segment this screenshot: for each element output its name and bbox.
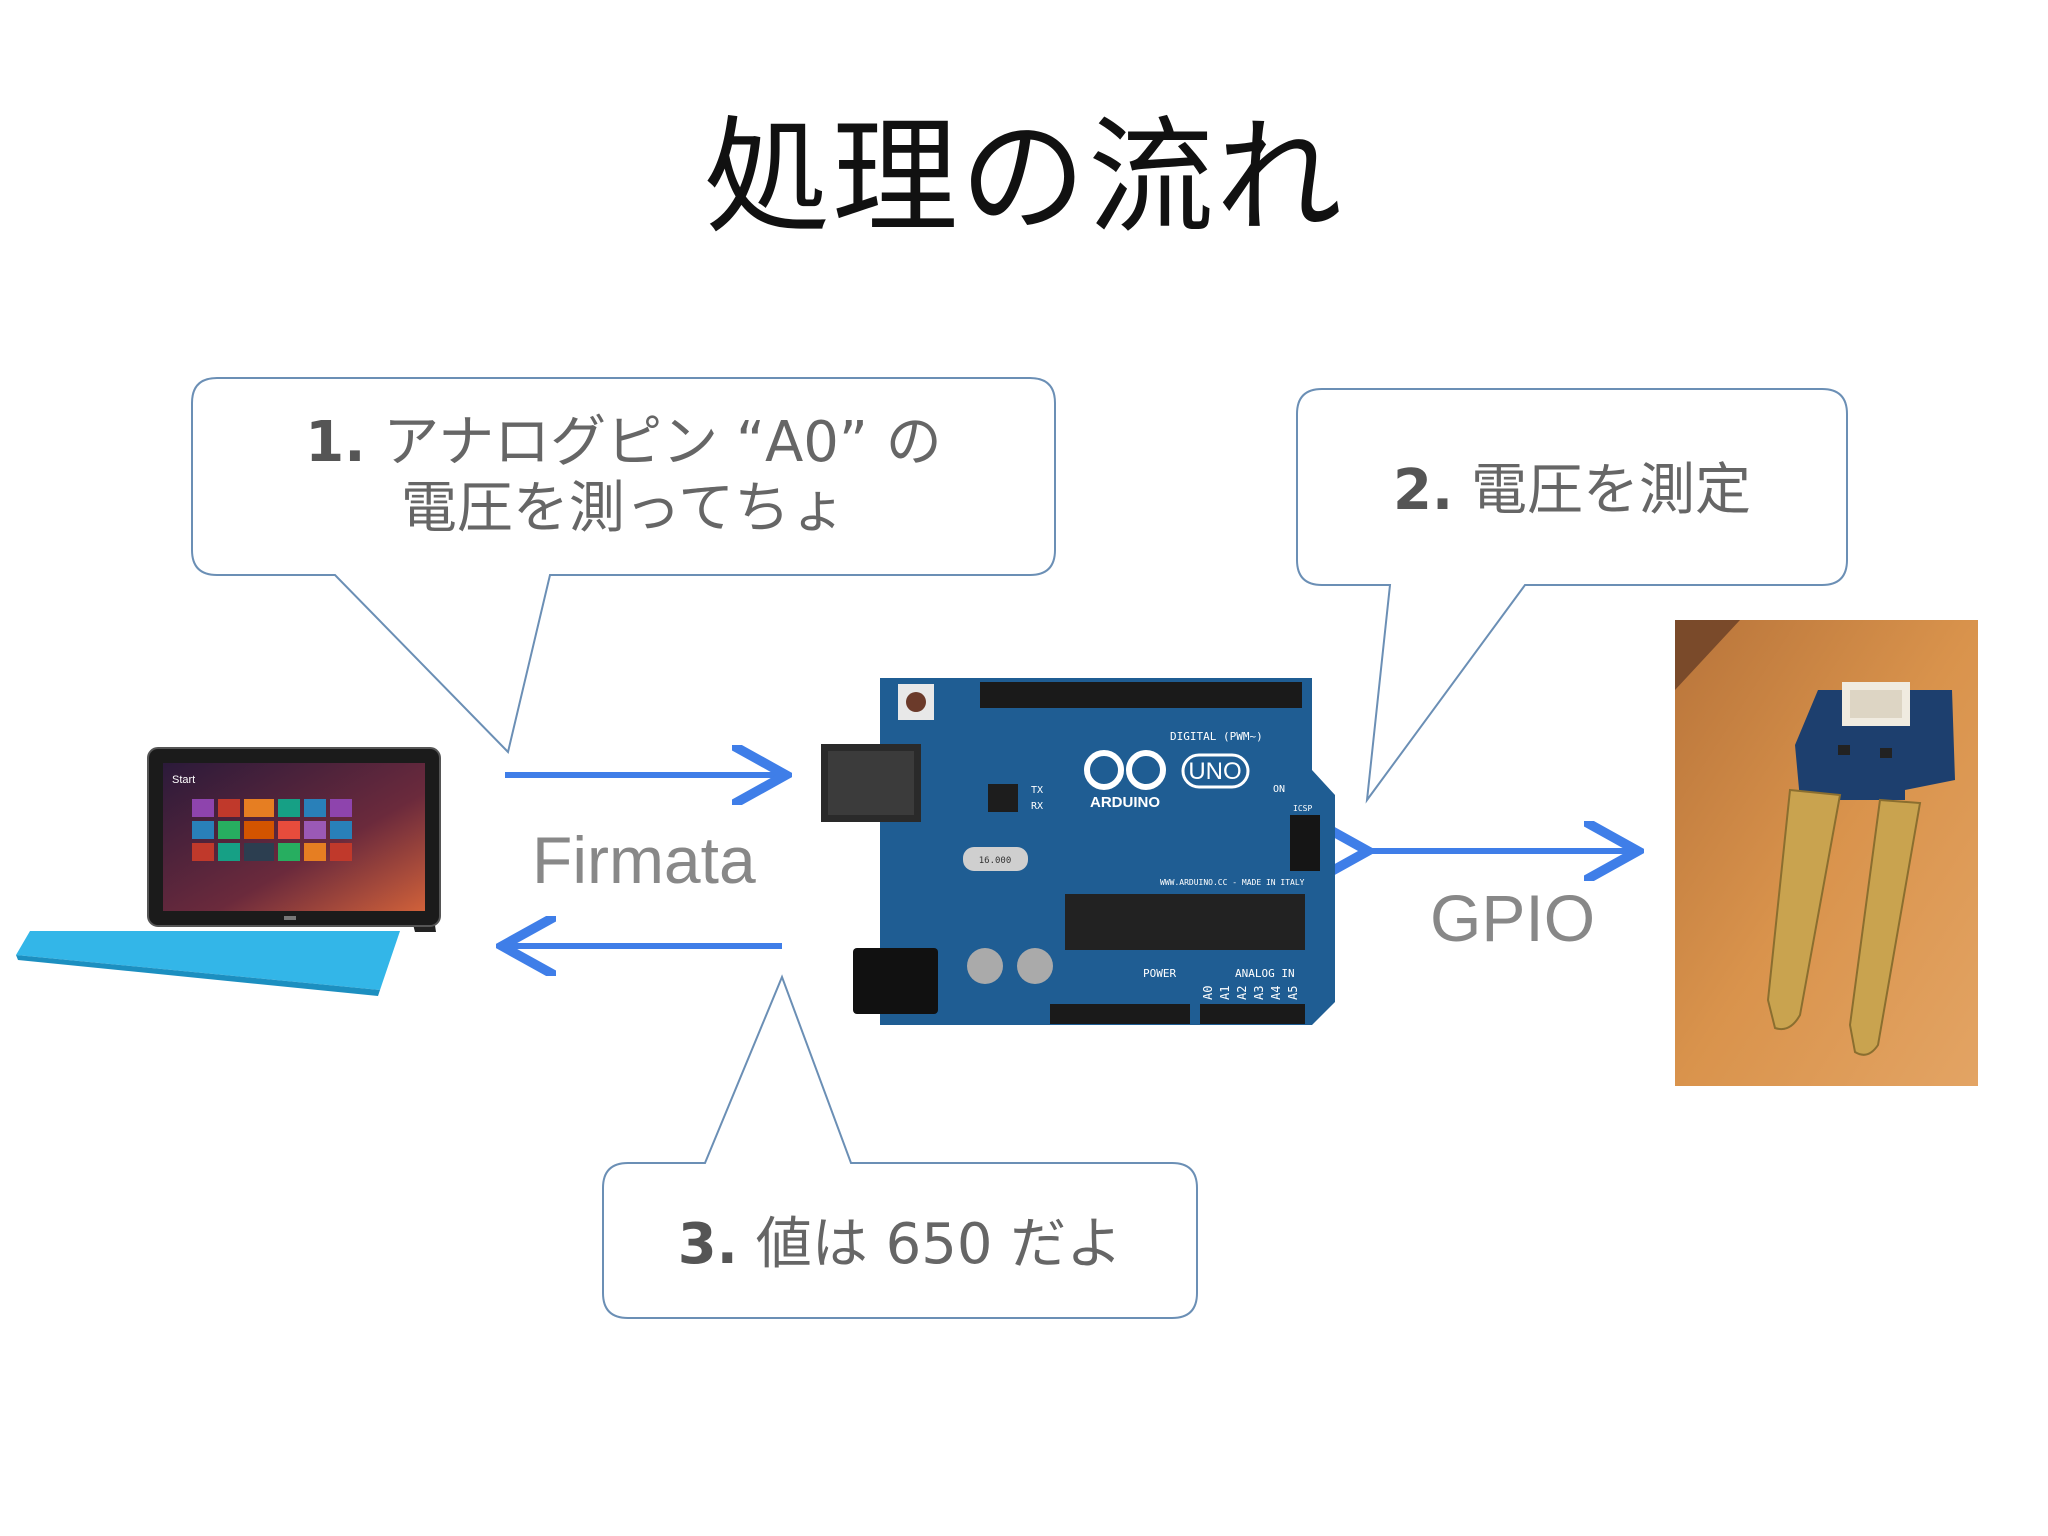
- bubble-1-line1: アナログピン “A0” の: [383, 410, 942, 475]
- surface-tablet-icon: Start: [16, 747, 441, 996]
- arduino-crystal-label: 16.000: [979, 856, 1012, 866]
- bubble-1-number: 1.: [305, 410, 366, 475]
- analog-pin-label: A2: [1235, 986, 1249, 1000]
- bubble-3-number: 3.: [677, 1212, 738, 1277]
- soil-moisture-sensor-icon: [1675, 620, 1978, 1086]
- bubble-3-text: 3. 値は 650 だよ: [603, 1212, 1197, 1278]
- arduino-icsp-label: ICSP: [1293, 804, 1312, 813]
- arduino-logo-text: ARDUINO: [1090, 794, 1160, 811]
- arduino-on-label: ON: [1273, 784, 1285, 795]
- bubble-2-number: 2.: [1392, 458, 1454, 523]
- analog-pin-label: A3: [1252, 986, 1266, 1000]
- arduino-model: UNO: [1188, 758, 1241, 785]
- bubble-1-text: 1. アナログピン “A0” の 電圧を測ってちょ: [192, 410, 1055, 542]
- analog-pin-label: A1: [1218, 986, 1232, 1000]
- bubble-2-text: 2. 電圧を測定: [1297, 458, 1847, 524]
- analog-pin-label: A5: [1286, 986, 1300, 1000]
- gpio-label: GPIO: [1430, 881, 1596, 955]
- arduino-power-label: POWER: [1143, 967, 1176, 980]
- arduino-analog-label: ANALOG IN: [1235, 967, 1295, 980]
- speech-bubble-2: [1296, 388, 1848, 804]
- speech-bubble-3: [602, 974, 1198, 1319]
- arduino-rx-label: RX: [1031, 801, 1043, 812]
- speech-bubble-1: [191, 377, 1056, 754]
- analog-pin-label: A0: [1201, 986, 1215, 1000]
- bubble-2-line1: 電圧を測定: [1471, 458, 1752, 523]
- tablet-start-label: Start: [172, 774, 195, 786]
- slide-title: 処理の流れ: [704, 104, 1344, 251]
- arduino-website: WWW.ARDUINO.CC - MADE IN ITALY: [1160, 878, 1305, 887]
- arduino-logo-icon: [1084, 750, 1250, 790]
- arduino-tx-label: TX: [1031, 785, 1043, 796]
- bubble-1-line2: 電圧を測ってちょ: [400, 476, 847, 541]
- firmata-label: Firmata: [532, 823, 756, 897]
- analog-pin-label: A4: [1269, 986, 1283, 1000]
- bubble-3-line1: 値は 650 だよ: [755, 1212, 1123, 1277]
- arduino-board-icon: UNO ARDUINO DIGITAL (PWM~) POWER ANALOG …: [821, 678, 1335, 1025]
- arduino-digital-label: DIGITAL (PWM~): [1170, 730, 1263, 743]
